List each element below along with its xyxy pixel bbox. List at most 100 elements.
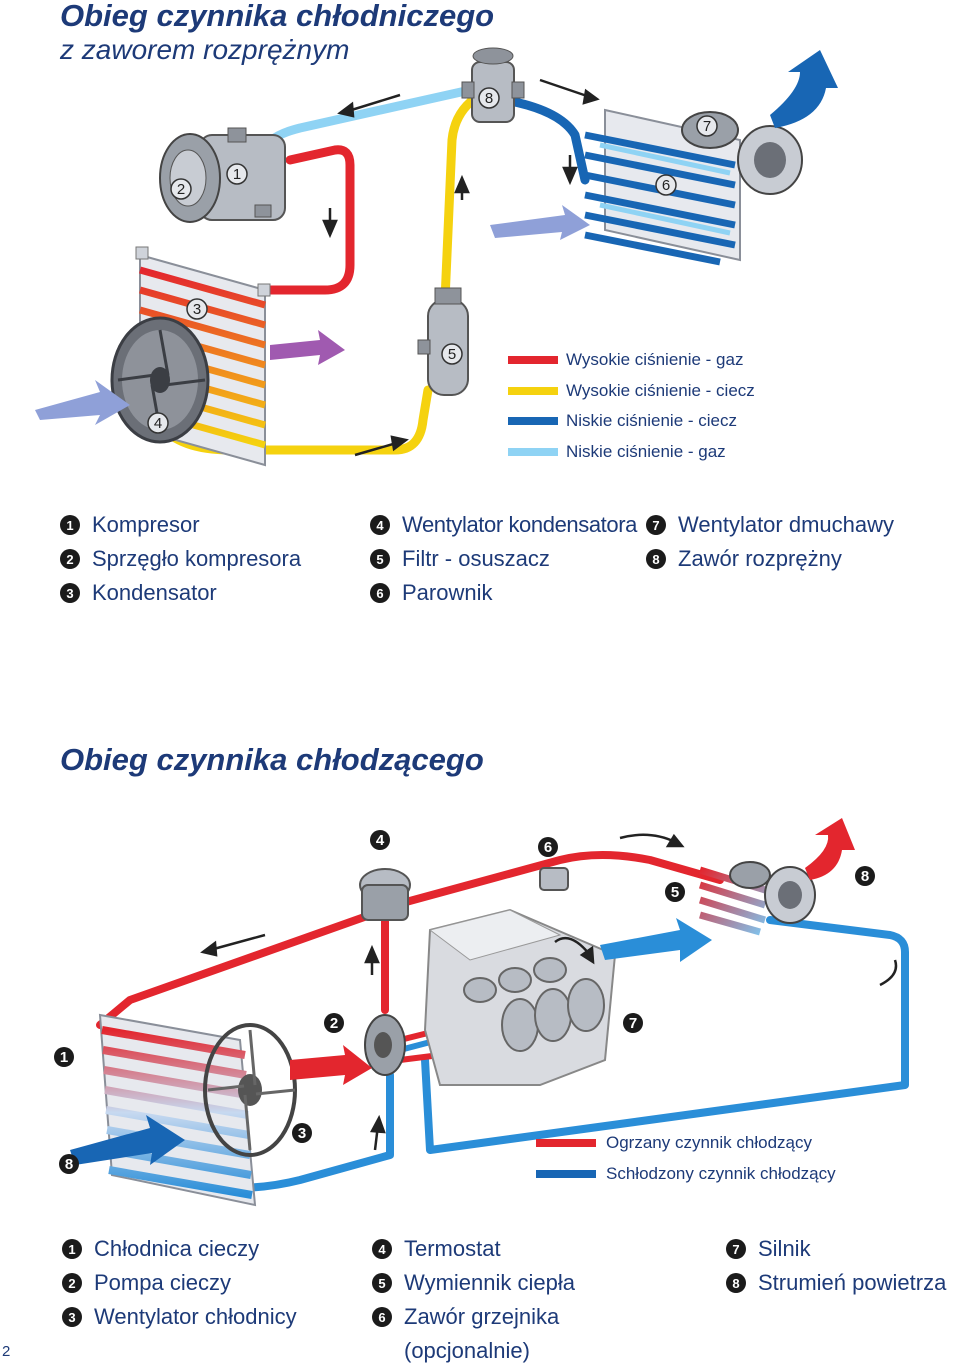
d2-callouts: 1 2 3 4 5 6 7 8 8: [54, 830, 875, 1174]
d1-legend-high-liquid: Wysokie ciśnienie - ciecz: [508, 380, 755, 402]
d2-radiator-fan: [203, 1023, 297, 1157]
key-number: 7: [726, 1239, 746, 1259]
key-label: Wymiennik ciepła: [404, 1270, 575, 1295]
d2-legend-cold: Schłodzony czynnik chłodzący: [536, 1164, 836, 1184]
d2-key-item-5: 5 Wymiennik ciepła: [372, 1270, 575, 1296]
d2-key-item-2: 2 Pompa cieczy: [62, 1270, 231, 1296]
legend-swatch: [508, 356, 558, 364]
d2-key-item-3: 3 Wentylator chłodnicy: [62, 1304, 297, 1330]
key-number: 4: [372, 1239, 392, 1259]
diagram2-title: Obieg czynnika chłodzącego: [60, 742, 484, 777]
d2-pipe-cold-heater: [421, 916, 909, 1154]
svg-text:3: 3: [298, 1125, 306, 1142]
d1-airflow: [35, 50, 838, 425]
legend-label: Ogrzany czynnik chłodzący: [606, 1133, 812, 1152]
svg-text:5: 5: [671, 884, 679, 901]
svg-text:6: 6: [662, 177, 670, 194]
key-label: Wentylator dmuchawy: [678, 512, 895, 537]
d2-airflow: [70, 818, 855, 1165]
svg-text:4: 4: [376, 832, 385, 849]
d2-engine: [423, 908, 617, 1086]
d2-thermostat: [359, 868, 411, 921]
svg-text:4: 4: [154, 415, 162, 432]
d1-flow-arrows: [322, 78, 600, 457]
key-label: Wentylator chłodnicy: [94, 1304, 297, 1329]
svg-text:1: 1: [233, 166, 241, 183]
d1-key-item-1: 1 Kompresor: [60, 512, 200, 538]
key-number: 6: [370, 583, 390, 603]
d1-legend-high-gas: Wysokie ciśnienie - gaz: [508, 349, 743, 371]
legend-label: Niskie ciśnienie - gaz: [566, 442, 726, 461]
d1-condenser-fan: [110, 316, 210, 444]
d1-key-item-7: 7 Wentylator dmuchawy: [646, 512, 894, 538]
svg-text:5: 5: [448, 346, 456, 363]
d1-key-item-8: 8 Zawór rozprężny: [646, 546, 842, 572]
svg-text:3: 3: [193, 301, 201, 318]
key-number: 1: [60, 515, 80, 535]
legend-swatch: [536, 1139, 596, 1147]
key-label: Pompa cieczy: [94, 1270, 231, 1295]
d2-key-item-8: 8 Strumień powietrza: [726, 1270, 946, 1296]
key-label: Parownik: [402, 580, 493, 605]
legend-label: Schłodzony czynnik chłodzący: [606, 1164, 836, 1183]
key-label: Termostat: [404, 1236, 501, 1261]
d1-key-item-4: 4 Wentylator kondensatora: [370, 512, 637, 538]
legend-swatch: [536, 1170, 596, 1178]
key-label: Silnik: [758, 1236, 811, 1261]
d1-callouts: 1 2 3 4 5 6 7 8: [147, 87, 718, 434]
d2-key-item-7: 7 Silnik: [726, 1236, 811, 1262]
key-label: Filtr - osuszacz: [402, 546, 550, 571]
page-number: 2: [2, 1343, 11, 1360]
d2-flow-arrows: [200, 833, 898, 1151]
key-number: 6: [372, 1307, 392, 1327]
d1-legend-low-liquid: Niskie ciśnienie - ciecz: [508, 410, 737, 432]
svg-text:2: 2: [330, 1015, 338, 1032]
d2-key-item-6: 6 Zawór grzejnika: [372, 1304, 559, 1330]
d1-key-item-5: 5 Filtr - osuszacz: [370, 546, 550, 572]
legend-swatch: [508, 448, 558, 456]
d1-pipe-high-gas: [265, 145, 355, 295]
legend-swatch: [508, 387, 558, 395]
legend-label: Niskie ciśnienie - ciecz: [566, 411, 737, 430]
key-number: 8: [646, 549, 666, 569]
key-label: Sprzęgło kompresora: [92, 546, 302, 571]
key-number: 7: [646, 515, 666, 535]
d1-key-item-3: 3 Kondensator: [60, 580, 217, 606]
d2-heater-valve: [539, 867, 569, 891]
svg-text:8: 8: [485, 90, 493, 107]
diagram1-subtitle: z zaworem rozprężnym: [60, 34, 350, 65]
svg-text:8: 8: [861, 868, 869, 885]
d2-pipe-hot-radiator: [96, 911, 374, 1029]
key-label: Zawór rozprężny: [678, 546, 842, 571]
d1-key-item-2: 2 Sprzęgło kompresora: [60, 546, 301, 572]
legend-swatch: [508, 417, 558, 425]
d2-legend-hot: Ogrzany czynnik chłodzący: [536, 1133, 812, 1153]
legend-label: Wysokie ciśnienie - ciecz: [566, 381, 755, 400]
d1-filter-drier: [417, 287, 469, 396]
d2-key-item-6-note: (opcjonalnie): [404, 1338, 530, 1364]
key-label: Strumień powietrza: [758, 1270, 947, 1295]
key-number: 5: [370, 549, 390, 569]
svg-text:2: 2: [177, 181, 185, 198]
key-label: Kompresor: [92, 512, 200, 537]
key-number: 3: [62, 1307, 82, 1327]
d2-radiator: [98, 1013, 257, 1207]
key-number: 2: [62, 1273, 82, 1293]
key-number: 4: [370, 515, 390, 535]
d1-legend-low-gas: Niskie ciśnienie - gaz: [508, 441, 726, 463]
key-label: Chłodnica cieczy: [94, 1236, 260, 1261]
d1-key-item-6: 6 Parownik: [370, 580, 492, 606]
svg-text:8: 8: [65, 1156, 73, 1173]
d2-heat-exchanger: [698, 861, 816, 936]
key-label: Kondensator: [92, 580, 217, 605]
svg-text:7: 7: [629, 1015, 637, 1032]
d2-key-item-4: 4 Termostat: [372, 1236, 501, 1262]
svg-text:7: 7: [703, 118, 711, 135]
key-number: 2: [60, 549, 80, 569]
d1-compressor: [159, 127, 286, 223]
svg-text:6: 6: [544, 839, 552, 856]
key-number: 8: [726, 1273, 746, 1293]
key-label: Zawór grzejnika: [404, 1304, 560, 1329]
key-number: 1: [62, 1239, 82, 1259]
